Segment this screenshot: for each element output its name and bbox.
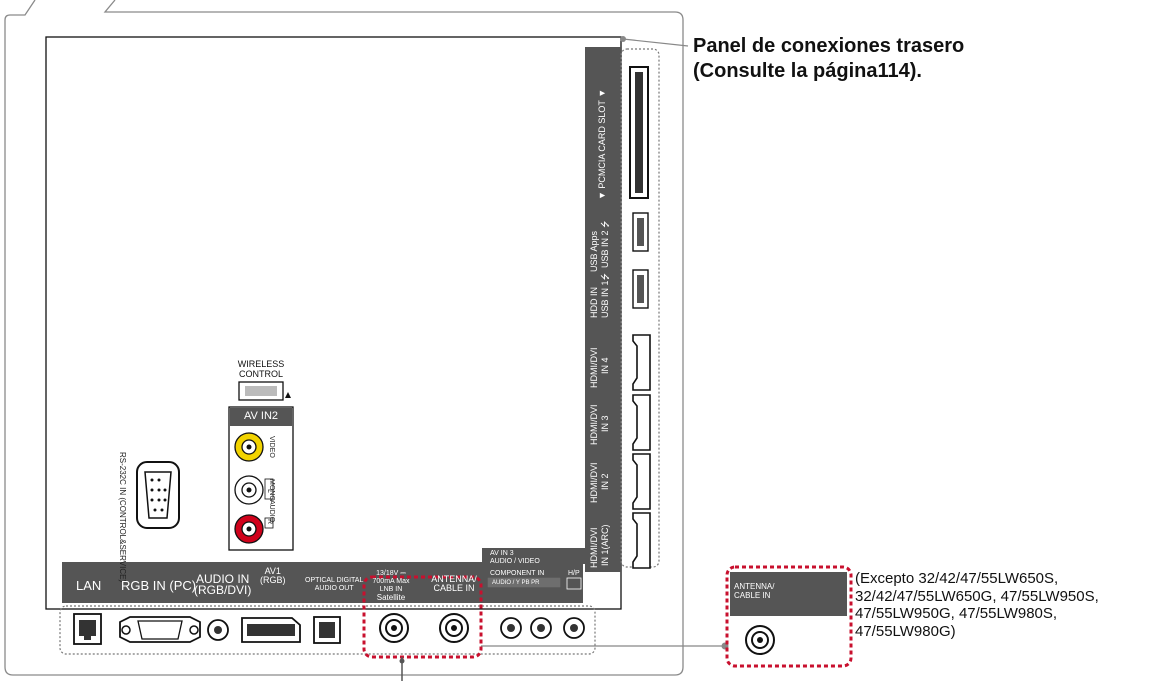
callout-title: Panel de conexiones trasero — [693, 35, 965, 57]
audio-in-rgb-dvi-jack — [207, 619, 229, 641]
tv-body — [45, 36, 622, 610]
satellite-label-line-4: Satellite — [376, 593, 406, 602]
av1-label-line-2: (RGB) — [260, 575, 286, 585]
av-in2-title: AV IN2 — [243, 410, 279, 422]
audio-in-label-line-2: (RGB/DVI) — [194, 583, 252, 597]
highlight-satellite-antenna — [362, 575, 483, 659]
wireless-label-line-1: WIRELESS — [237, 359, 285, 369]
model-exception-note: (Excepto 32/42/47/55LW650S, 32/42/47/55L… — [855, 570, 1099, 640]
hdmi-in-3-label-a: HDMI/DVI — [589, 404, 599, 446]
headphone-label: H/P — [568, 570, 580, 577]
side-connector-strip — [585, 47, 621, 572]
component-in-label: COMPONENT IN — [490, 570, 545, 577]
rs232c-label: RS-232C IN (CONTROL&SERVICE) — [118, 452, 127, 583]
av-in3-label-line-2: AUDIO / VIDEO — [490, 558, 540, 565]
note-line-1: (Excepto 32/42/47/55LW650S, — [855, 570, 1059, 587]
antenna-cable-in-jack — [439, 613, 469, 643]
rgb-in-pc-port — [119, 616, 201, 643]
optical-label: OPTICAL DIGITAL AUDIO OUT — [305, 577, 363, 593]
hdmi-in-4-port — [632, 334, 651, 391]
headphone-jack — [563, 617, 585, 639]
wireless-control-label: WIRELESS CONTROL — [229, 359, 293, 379]
component-audio-jack — [500, 617, 522, 639]
video-jack — [234, 432, 264, 462]
hdmi-in-2-label-b: IN 2 — [600, 473, 610, 490]
antenna-label-line-1: ANTENNA/ — [431, 574, 477, 584]
av-in2-video-label: VIDEO — [268, 436, 275, 458]
av1-scart-port — [241, 617, 301, 643]
hdmi-in-1-label-b: IN 1(ARC) — [600, 524, 610, 566]
note-line-4: 47/55LW980G) — [855, 622, 956, 640]
component-sub-label: AUDIO / Y PB PR — [492, 580, 540, 586]
hdmi-in-1-port — [632, 512, 651, 569]
highlight-detail — [725, 565, 853, 668]
detail-antenna-label-line-2: CABLE IN — [734, 591, 771, 600]
rgb-in-pc-label: RGB IN (PC) — [121, 578, 197, 593]
detail-antenna-label-line-1: ANTENNA/ — [734, 582, 775, 591]
antenna-label-line-2: CABLE IN — [433, 583, 475, 593]
hdmi-in-2-port — [632, 453, 651, 510]
component-y-jack — [530, 617, 552, 639]
usb-in-2-label: USB IN 2 ⭍ — [600, 220, 610, 268]
av-in3-label: AV IN 3 AUDIO / VIDEO — [490, 550, 540, 566]
detail-antenna-label: ANTENNA/ CABLE IN — [734, 582, 774, 600]
optical-digital-audio-out-port — [313, 616, 341, 644]
av-in2-r-label: R — [266, 519, 273, 525]
audio-r-jack — [234, 514, 264, 544]
callout-page-reference: (Consulte la página114). — [693, 60, 922, 82]
hdmi-in-4-label-b: IN 4 — [600, 357, 610, 374]
av1-label-line-1: AV1 — [264, 566, 281, 576]
hdd-in-label: HDD IN — [589, 287, 599, 318]
optical-label-line-2: AUDIO OUT — [314, 585, 354, 592]
hdmi-in-4-label-a: HDMI/DVI — [589, 347, 599, 389]
hdmi-in-2-label-a: HDMI/DVI — [589, 462, 599, 504]
satellite-label: 13/18V ⎓ 700mA Max LNB IN Satellite — [371, 570, 411, 602]
satellite-label-line-3: LNB IN — [379, 586, 403, 593]
bottom-jacks-outline — [59, 605, 596, 655]
detail-antenna-jack — [745, 625, 775, 655]
bottom-connector-bar — [62, 562, 583, 603]
hdmi-in-3-label-b: IN 3 — [600, 415, 610, 432]
pcmcia-label: ▼ PCMCIA CARD SLOT ▼ — [597, 88, 607, 200]
wireless-label-line-2: CONTROL — [238, 369, 283, 379]
av-in3-label-line-1: AV IN 3 — [490, 550, 514, 557]
triangle-icon — [285, 392, 291, 398]
rear-panel-callout: Panel de conexiones trasero (Consulte la… — [693, 34, 964, 84]
audio-l-jack — [234, 475, 264, 505]
usb-in-1-label: USB IN 1⭍ — [600, 272, 610, 318]
lan-label: LAN — [76, 578, 102, 593]
audio-in-label: AUDIO IN (RGB/DVI) — [194, 572, 252, 597]
side-jacks-outline — [620, 48, 660, 568]
usb-apps-label: USB Apps — [589, 230, 599, 272]
note-line-2: 32/42/47/55LW650G, 47/55LW950S, — [855, 587, 1099, 605]
hdmi-in-3-port — [632, 394, 651, 451]
av1-label: AV1 (RGB) — [260, 567, 286, 585]
av-in2-l-label: L — [266, 489, 273, 493]
satellite-label-line-1: 13/18V ⎓ — [376, 570, 406, 577]
outer-frame — [4, 0, 684, 676]
optical-label-line-1: OPTICAL DIGITAL — [305, 577, 364, 584]
antenna-label: ANTENNA/ CABLE IN — [428, 575, 480, 593]
lan-port — [73, 613, 102, 645]
rs232c-port — [136, 461, 180, 529]
satellite-lnb-in-jack — [379, 613, 409, 643]
audio-in-label-line-1: AUDIO IN — [196, 572, 250, 586]
hdmi-in-1-label-a: HDMI/DVI — [589, 527, 599, 569]
satellite-label-line-2: 700mA Max — [372, 578, 410, 585]
note-line-3: 47/55LW950G, 47/55LW980S, — [855, 605, 1058, 622]
